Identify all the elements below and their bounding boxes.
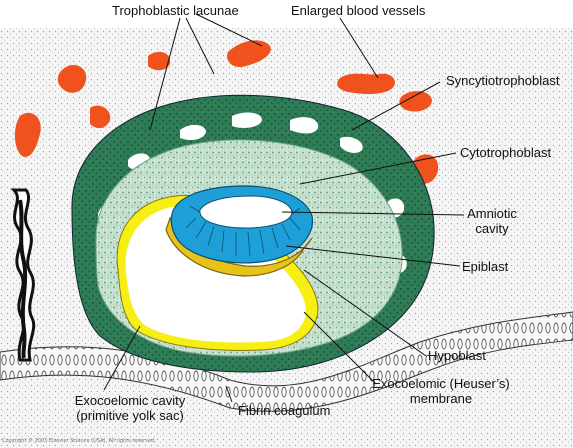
label-amniotic-cavity-line1: Amniotic <box>467 206 517 221</box>
label-hypoblast: Hypoblast <box>428 348 486 363</box>
label-epiblast: Epiblast <box>462 259 509 274</box>
copyright-notice: Copyright © 2003 Elsevier Science (USA).… <box>2 438 156 444</box>
epiblast-cells <box>185 205 301 257</box>
label-amniotic-cavity-line2: cavity <box>475 221 509 236</box>
leader-lines <box>103 13 465 403</box>
label-exocoelomic-cavity: Exocoelomic cavity (primitive yolk sac) <box>60 393 200 423</box>
label-enlarged-blood-vessels: Enlarged blood vessels <box>291 3 426 18</box>
label-trophoblastic-lacunae: Trophoblastic lacunae <box>112 3 239 18</box>
label-exocoelomic-membrane: Exocoelomic (Heuser’s) membrane <box>366 376 516 406</box>
label-exocoelomic-membrane-line2: membrane <box>409 391 473 406</box>
label-cytotrophoblast: Cytotrophoblast <box>460 145 552 160</box>
label-exocoelomic-cavity-line2: (primitive yolk sac) <box>76 408 184 423</box>
label-exocoelomic-cavity-line1: Exocoelomic cavity <box>74 393 186 408</box>
label-exocoelomic-membrane-line1: Exocoelomic (Heuser’s) <box>372 376 510 391</box>
label-amniotic-cavity: Amniotic cavity <box>462 206 522 236</box>
label-fibrin-coagulum: Fibrin coagulum <box>238 403 331 418</box>
uterine-gland-lumen <box>18 199 28 359</box>
uterine-epithelium <box>0 311 573 412</box>
blood-vessels <box>14 40 439 184</box>
label-syncytiotrophoblast: Syncytiotrophoblast <box>446 73 560 88</box>
amniotic-cavity <box>199 195 293 229</box>
